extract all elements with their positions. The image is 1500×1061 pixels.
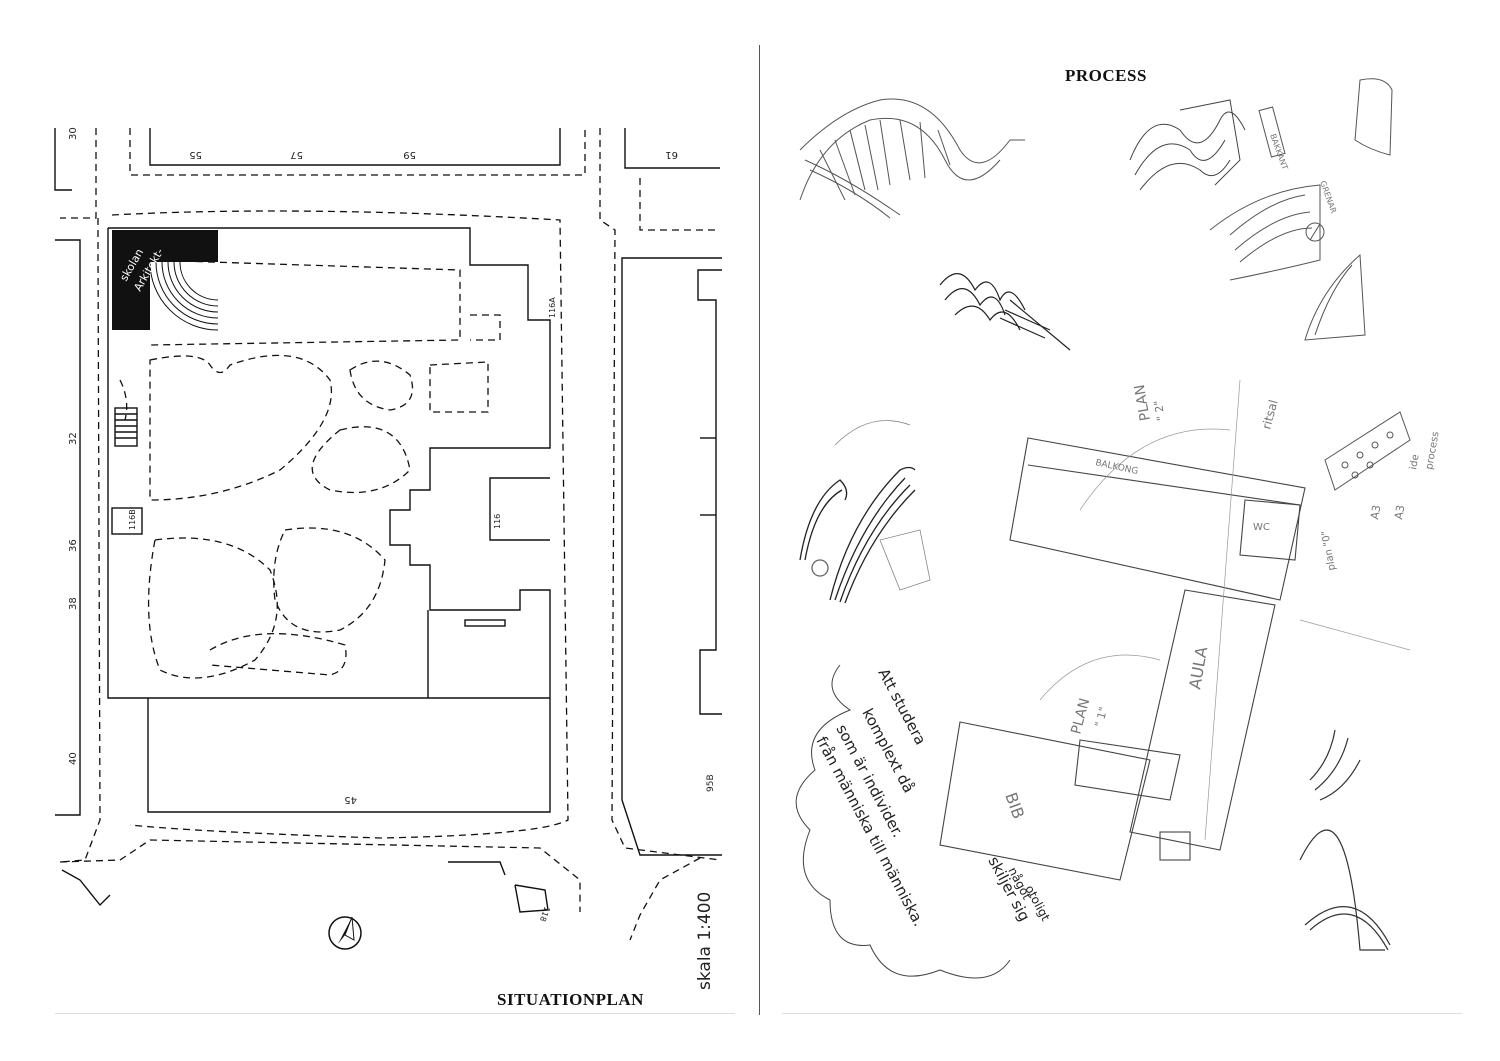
situation-plan-title: SITUATIONPLAN — [497, 990, 644, 1009]
right-block — [621, 257, 722, 856]
ribbed-panel-sketch — [1209, 184, 1321, 281]
sail-sketch — [1304, 253, 1366, 341]
plan-0-wing — [1009, 437, 1306, 601]
label-59: 59 — [403, 149, 416, 160]
a3-label: A3 — [1368, 504, 1383, 521]
steps-116 — [464, 619, 506, 627]
top-left-block — [54, 128, 72, 191]
label-36: 36 — [68, 539, 79, 552]
label-38: 38 — [68, 597, 79, 610]
building-118 — [514, 884, 549, 913]
label-57: 57 — [290, 149, 303, 160]
plan-2-label: PLAN — [1132, 383, 1154, 422]
balkong-label: BALKONG — [1094, 458, 1139, 477]
top-right-block — [624, 128, 720, 169]
pencil-lines — [834, 420, 931, 591]
left-block — [55, 239, 81, 816]
label-55: 55 — [189, 149, 202, 160]
label-118: 118 — [538, 905, 552, 922]
arc-1 — [1079, 428, 1231, 511]
ritsal-label: ritsal — [1259, 398, 1280, 431]
ide-label: ide — [1408, 454, 1421, 471]
right-inner — [697, 269, 722, 715]
label-30: 30 — [68, 127, 79, 140]
building-116-notch — [489, 477, 550, 541]
bottom-left-building — [61, 869, 111, 907]
bib-label: BIB — [1001, 790, 1028, 822]
aula-wing — [1129, 589, 1276, 851]
dashed-street — [60, 128, 97, 219]
bib-wing — [939, 721, 1151, 881]
label-40: 40 — [68, 752, 79, 765]
top-block — [149, 128, 561, 166]
antenna-sketch — [1299, 729, 1391, 951]
label-61: 61 — [665, 149, 678, 160]
site-plan-drawing: 30 32 36 38 40 55 57 59 61 45 116 116A 1… — [54, 127, 722, 990]
label-95b: 95B — [706, 774, 716, 792]
process-page: Att studera komplext då som är individer… — [760, 0, 1500, 1061]
grenar-label: GRENAR — [1318, 180, 1338, 215]
label-116: 116 — [493, 514, 502, 529]
label-32: 32 — [68, 432, 79, 445]
label-45: 45 — [344, 794, 357, 805]
situation-plan-page: 30 32 36 38 40 55 57 59 61 45 116 116A 1… — [54, 127, 722, 1009]
bakkant-label: BAKKANT — [1268, 133, 1289, 172]
panel-sketch — [1258, 106, 1286, 158]
fiber-sketch — [799, 466, 916, 604]
wave-sketch — [799, 98, 1025, 219]
label-116a: 116A — [548, 297, 557, 318]
plan-1-quote: " 1" — [1092, 705, 1110, 728]
curve-panel-sketch — [1354, 78, 1393, 156]
scribble-sketch — [1129, 99, 1246, 191]
flame-sketch — [939, 273, 1071, 351]
bottom-line-left — [55, 1013, 735, 1014]
scale-label: skala 1:400 — [695, 892, 715, 990]
process-label: process — [1424, 431, 1442, 471]
north-arrow-icon — [328, 916, 362, 950]
circle-symbol-icon — [1305, 222, 1325, 242]
dotted-panel-sketch — [1324, 411, 1411, 491]
floor-plan-sketch — [939, 437, 1306, 881]
arc-2 — [1039, 654, 1161, 701]
plan-2-quote: " 2" — [1152, 399, 1168, 422]
wc-label: WC — [1253, 522, 1270, 533]
aula-label: AULA — [1185, 645, 1211, 691]
label-116b: 116B — [128, 509, 137, 530]
process-title: PROCESS — [1065, 66, 1147, 85]
a3-label-2: A3 — [1392, 504, 1407, 521]
axis-line-2 — [1299, 619, 1411, 651]
page-divider — [759, 45, 760, 1015]
plan-0-label: plan "0" — [1320, 530, 1338, 572]
building-116b — [111, 507, 143, 535]
process-sketches: Att studera komplext då som är individer… — [795, 78, 1442, 979]
plan-1-label: PLAN — [1068, 697, 1093, 737]
thought-cloud — [795, 664, 1011, 979]
site-boundary — [107, 227, 551, 813]
small-room — [1159, 831, 1191, 861]
axis-line — [1204, 379, 1241, 841]
school-block — [112, 230, 218, 330]
bottom-line-right — [782, 1013, 1462, 1014]
